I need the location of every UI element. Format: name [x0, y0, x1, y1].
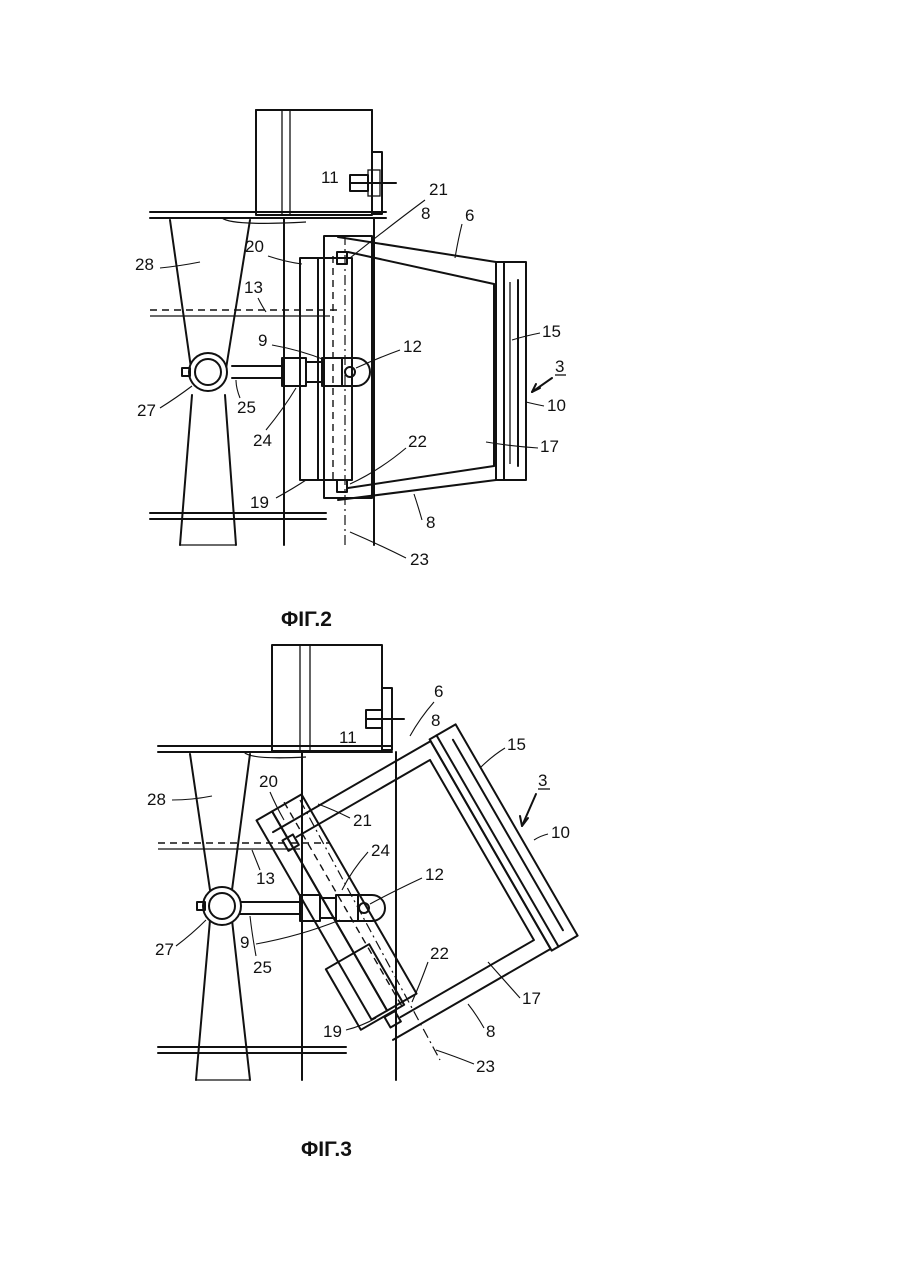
ref-28: 28 — [135, 255, 154, 274]
ref-9: 9 — [240, 933, 249, 952]
ref-13: 13 — [256, 869, 275, 888]
ref-10: 10 — [547, 396, 566, 415]
ref-21: 21 — [429, 180, 448, 199]
ref-20: 20 — [259, 772, 278, 791]
ref-8-lower: 8 — [486, 1022, 495, 1041]
ref-19: 19 — [323, 1022, 342, 1041]
ref-9: 9 — [258, 331, 267, 350]
ref-3: 3 — [555, 357, 564, 376]
lower-rail-3 — [158, 1047, 346, 1053]
ref-11: 11 — [339, 728, 357, 747]
ref-23: 23 — [476, 1057, 495, 1076]
ref-27: 27 — [137, 401, 156, 420]
figure-3-caption: ΦΙΓ.3 — [301, 1138, 352, 1161]
ref-21: 21 — [353, 811, 372, 830]
hinge-column — [300, 256, 352, 484]
ref-23: 23 — [410, 550, 429, 569]
propeller-hub-3 — [197, 887, 241, 925]
ref-27: 27 — [155, 940, 174, 959]
upper-beam — [256, 110, 372, 215]
figure-2: 11 21 8 6 20 28 13 15 9 12 3 27 25 — [135, 110, 566, 631]
vertical-post — [284, 218, 374, 545]
ref-8-lower: 8 — [426, 513, 435, 532]
actuator-block-3 — [326, 944, 404, 1030]
figure-3-labels: 6 8 11 15 3 20 28 21 10 24 13 12 9 — [147, 682, 570, 1076]
ref-25: 25 — [237, 398, 256, 417]
ref-13: 13 — [244, 278, 263, 297]
ref-15: 15 — [507, 735, 526, 754]
figure-2-caption: ΦΙΓ.2 — [281, 608, 332, 631]
bracket-bolt — [350, 152, 396, 214]
ref-3: 3 — [538, 771, 547, 790]
ref-12: 12 — [425, 865, 444, 884]
lower-rail — [150, 513, 326, 519]
ref-15: 15 — [542, 322, 561, 341]
ref-24: 24 — [371, 841, 390, 860]
ref-22: 22 — [430, 944, 449, 963]
ref-8-upper: 8 — [431, 711, 440, 730]
ref-8-upper: 8 — [421, 204, 430, 223]
upper-rail-3 — [158, 746, 392, 758]
upper-rail — [150, 212, 386, 223]
ref-28: 28 — [147, 790, 166, 809]
ref-6: 6 — [434, 682, 443, 701]
ref-20: 20 — [245, 237, 264, 256]
upper-beam-3 — [272, 645, 382, 751]
ref-12: 12 — [403, 337, 422, 356]
ref-19: 19 — [250, 493, 269, 512]
ref-11: 11 — [321, 168, 339, 187]
ref-17: 17 — [522, 989, 541, 1008]
ref-24: 24 — [253, 431, 272, 450]
ref-17: 17 — [540, 437, 559, 456]
ref-22: 22 — [408, 432, 427, 451]
ref-6: 6 — [465, 206, 474, 225]
ref-10: 10 — [551, 823, 570, 842]
bracket-bolt-3 — [366, 688, 404, 750]
figure-3: 6 8 11 15 3 20 28 21 10 24 13 12 9 — [147, 645, 578, 1161]
ref-25: 25 — [253, 958, 272, 977]
